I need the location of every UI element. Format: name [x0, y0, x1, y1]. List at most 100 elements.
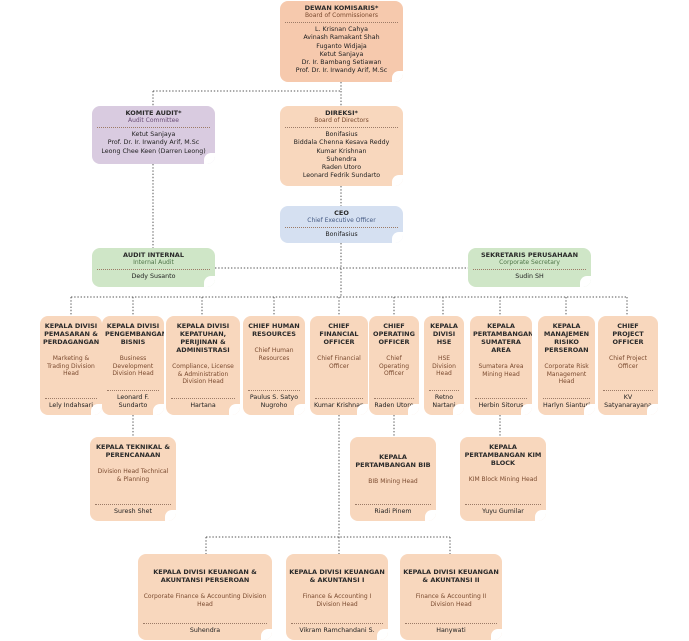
unit-title: KEPALA PERTAMBANGAN BIB — [355, 453, 431, 469]
director-name: Bonifasius — [325, 131, 358, 138]
ceo-title: CEO — [334, 209, 349, 217]
unit-sumatera-mining: KEPALA PERTAMBANGAN SUMATERA AREA Sumate… — [470, 316, 532, 415]
unit-description: Business Development Division Head — [112, 355, 154, 378]
unit-coo: CHIEF OPERATING OFFICER Chief Operating … — [369, 316, 419, 415]
unit-description: BIB Mining Head — [368, 478, 418, 485]
audit-committee-member: Leong Chee Keen (Darren Leong) — [101, 147, 206, 155]
unit-kim-block-mining: KEPALA PERTAMBANGAN KIM BLOCK KIM Block … — [460, 437, 546, 521]
unit-title: KEPALA MANAJEMEN RISIKO PERSEROAN — [543, 322, 590, 354]
audit-committee-member: Ketut Sanjaya — [131, 131, 176, 138]
unit-corporate-finance: KEPALA DIVISI KEUANGAN & AKUNTANSI PERSE… — [138, 554, 272, 640]
commissioners-title: DEWAN KOMISARIS* — [304, 4, 379, 12]
unit-description: Chief Financial Officer — [317, 355, 361, 370]
audit-committee-subtitle: Audit Committee — [128, 117, 179, 124]
unit-hse: KEPALA DIVISI HSE HSE Division Head Retn… — [424, 316, 464, 415]
unit-description: Finance & Accounting I Division Head — [302, 593, 372, 608]
unit-head-name: Suresh Shet — [114, 508, 152, 515]
unit-bib-mining: KEPALA PERTAMBANGAN BIB BIB Mining Head … — [350, 437, 436, 521]
unit-head-name: Hartana — [190, 402, 216, 409]
unit-head-name: Paulus S. Satyo Nugroho — [249, 394, 299, 409]
corporate-secretary-name: Sudin SH — [515, 273, 544, 280]
unit-business-development: KEPALA DIVISI PENGEMBANGAN BISNIS Busine… — [102, 316, 164, 415]
unit-description: KIM Block Mining Head — [468, 476, 538, 483]
unit-title: CHIEF OPERATING OFFICER — [373, 322, 415, 346]
unit-head-name: Lely Indahsari — [49, 402, 93, 409]
unit-head-name: Herbin Sitorus — [478, 402, 524, 409]
internal-audit-title: AUDIT INTERNAL — [123, 251, 184, 259]
unit-description: Chief Operating Officer — [379, 355, 409, 378]
unit-project-officer: CHIEF PROJECT OFFICER Chief Project Offi… — [598, 316, 658, 415]
unit-title: KEPALA PERTAMBANGAN SUMATERA AREA — [473, 322, 532, 354]
ceo-subtitle: Chief Executive Officer — [307, 217, 376, 224]
unit-human-resources: CHIEF HUMAN RESOURCES Chief Human Resour… — [243, 316, 305, 415]
unit-description: Marketing & Trading Division Head — [47, 355, 95, 378]
director-name: Raden Utoro — [321, 164, 362, 172]
unit-finance-accounting-2: KEPALA DIVISI KEUANGAN & AKUNTANSI II Fi… — [400, 554, 502, 640]
director-name: Kumar Krishnan — [316, 147, 367, 155]
unit-description: Sumatera Area Mining Head — [478, 363, 524, 378]
corporate-secretary-title: SEKRETARIS PERUSAHAAN — [480, 251, 579, 259]
director-name: Leonard Fedrik Sundarto — [302, 172, 381, 180]
unit-description: Finance & Accounting II Division Head — [415, 593, 487, 608]
unit-marketing-trading: KEPALA DIVISI PEMASARAN & PERDAGANGAN Ma… — [40, 316, 102, 415]
unit-risk-management: KEPALA MANAJEMEN RISIKO PERSEROAN Corpor… — [538, 316, 595, 415]
director-name: Suhendra — [326, 155, 357, 163]
ceo-box: CEO Chief Executive Officer Bonifasius — [280, 206, 403, 243]
commissioners-subtitle: Board of Commissioners — [304, 12, 379, 19]
unit-finance-accounting-1: KEPALA DIVISI KEUANGAN & AKUNTANSI I Fin… — [286, 554, 388, 640]
unit-title: KEPALA DIVISI PEMASARAN & PERDAGANGAN — [43, 322, 100, 346]
unit-head-name: Suhendra — [189, 627, 221, 634]
unit-description: Chief Human Resources — [254, 347, 294, 362]
unit-head-name: Harlyn Sianturi — [542, 402, 591, 409]
unit-head-name: Yuyu Gumilar — [482, 508, 524, 515]
unit-head-name: Leonard F. Sundarto — [116, 394, 150, 409]
unit-compliance: KEPALA DIVISI KEPATUHAN, PERIJINAN & ADM… — [166, 316, 240, 415]
internal-audit-name: Dedy Susanto — [131, 273, 176, 280]
directors-title: DIREKSI* — [325, 109, 358, 117]
unit-title: KEPALA DIVISI KEPATUHAN, PERIJINAN & ADM… — [176, 322, 230, 354]
ceo-name: Bonifasius — [325, 231, 358, 238]
unit-title: KEPALA DIVISI KEUANGAN & AKUNTANSI I — [289, 568, 385, 584]
unit-title: CHIEF HUMAN RESOURCES — [248, 322, 300, 338]
unit-title: KEPALA DIVISI PENGEMBANGAN BISNIS — [105, 322, 164, 346]
audit-committee: KOMITE AUDIT* Audit Committee Ketut Sanj… — [92, 106, 215, 164]
director-name: Biddala Chenna Kesava Reddy — [293, 139, 390, 147]
audit-committee-title: KOMITE AUDIT* — [125, 109, 182, 117]
commissioner-name: L. Krisnan Cahya — [315, 26, 368, 33]
unit-head-name: Hanywati — [436, 627, 466, 634]
unit-cfo: CHIEF FINANCIAL OFFICER Chief Financial … — [310, 316, 368, 415]
internal-audit-subtitle: Internal Audit — [133, 259, 174, 266]
unit-head-name: Retno Nartani — [432, 394, 456, 409]
internal-audit-box: AUDIT INTERNAL Internal Audit Dedy Susan… — [92, 248, 215, 287]
unit-title: KEPALA PERTAMBANGAN KIM BLOCK — [464, 443, 542, 467]
board-of-commissioners: DEWAN KOMISARIS* Board of Commissioners … — [280, 1, 403, 82]
unit-description: Corporate Finance & Accounting Division … — [143, 593, 267, 608]
unit-technical-planning: KEPALA TEKNIKAL & PERENCANAAN Division H… — [90, 437, 176, 521]
directors-subtitle: Board of Directors — [314, 117, 369, 124]
audit-committee-member: Prof. Dr. Ir. Irwandy Arif, M.Sc — [107, 139, 200, 147]
unit-head-name: Kumar Krishnan — [314, 402, 364, 409]
commissioner-name: Ketut Sanjaya — [319, 50, 364, 58]
unit-head-name: Raden Utoro — [374, 402, 414, 409]
commissioner-name: Dr. Ir. Bambang Setiawan — [301, 59, 382, 67]
unit-title: KEPALA DIVISI KEUANGAN & AKUNTANSI II — [403, 568, 499, 584]
commissioner-name: Fuganto Widjaja — [316, 42, 367, 50]
unit-description: Division Head Technical & Planning — [97, 468, 169, 483]
commissioner-name: Avinash Ramakant Shah — [303, 34, 380, 42]
unit-title: KEPALA DIVISI KEUANGAN & AKUNTANSI PERSE… — [153, 568, 257, 584]
unit-head-name: Vikram Ramchandani S. — [299, 627, 375, 634]
unit-description: HSE Division Head — [432, 355, 456, 378]
unit-title: KEPALA DIVISI HSE — [430, 322, 458, 346]
board-of-directors: DIREKSI* Board of Directors Bonifasius B… — [280, 106, 403, 186]
unit-description: Chief Project Officer — [609, 355, 647, 370]
unit-description: Compliance, License & Administration Div… — [172, 363, 234, 386]
corporate-secretary-box: SEKRETARIS PERUSAHAAN Corporate Secretar… — [468, 248, 591, 287]
unit-description: Corporate Risk Management Head — [544, 363, 589, 386]
corporate-secretary-subtitle: Corporate Secretary — [499, 259, 560, 266]
unit-head-name: Riadi Pinem — [374, 508, 412, 515]
unit-title: CHIEF FINANCIAL OFFICER — [319, 322, 359, 346]
unit-title: CHIEF PROJECT OFFICER — [612, 322, 644, 346]
commissioner-name: Prof. Dr. Ir. Irwandy Arif, M.Sc — [295, 67, 388, 75]
unit-head-name: KV Satyanarayana — [604, 394, 652, 409]
